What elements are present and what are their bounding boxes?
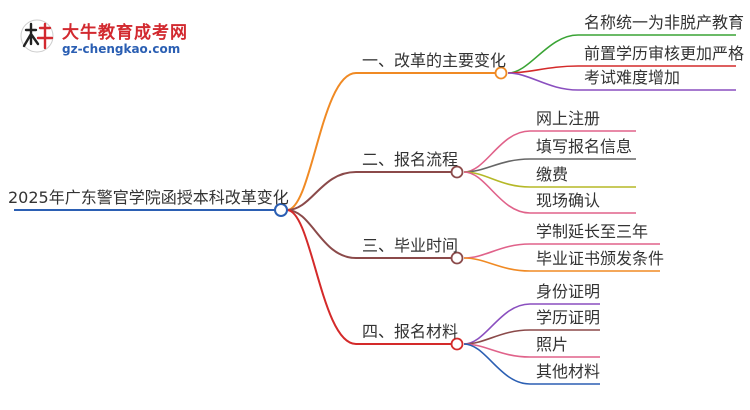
- leaf-topic: 网上注册: [536, 109, 601, 128]
- leaf-connector: [463, 303, 600, 345]
- leaf-connector: [507, 72, 736, 91]
- leaf-connector: [463, 343, 600, 358]
- leaf-topic: 考试难度增加: [584, 68, 681, 87]
- leaf-connector: [507, 65, 736, 74]
- leaf-connector: [463, 243, 660, 259]
- branch-node[interactable]: [450, 165, 464, 179]
- leaf-topic: 照片: [536, 335, 569, 354]
- branch-topic-3: 三、毕业时间: [362, 236, 459, 255]
- leaf-connector: [463, 158, 636, 173]
- site-logo: 大牛教育成考网 gz-chengkao.com: [10, 8, 210, 58]
- leaf-topic: 填写报名信息: [536, 137, 633, 156]
- branch-connector: [286, 209, 451, 259]
- branch-topic-2: 二、报名流程: [362, 150, 459, 169]
- branch-connector: [286, 72, 495, 211]
- branch-node[interactable]: [494, 66, 508, 80]
- leaf-topic: 身份证明: [536, 282, 601, 301]
- branch-topic-1: 一、改革的主要变化: [362, 51, 507, 70]
- leaf-topic: 毕业证书颁发条件: [536, 249, 665, 268]
- leaf-connector: [463, 329, 600, 345]
- leaf-connector: [463, 257, 660, 272]
- branch-connector: [286, 171, 451, 211]
- leaf-connector: [463, 130, 636, 173]
- logo-url: gz-chengkao.com: [62, 42, 181, 56]
- branch-node[interactable]: [450, 337, 464, 351]
- leaf-topic: 现场确认: [536, 191, 601, 210]
- branch-connector: [286, 209, 451, 345]
- leaf-topic: 缴费: [536, 165, 569, 184]
- leaf-topic: 名称统一为非脱产教育: [584, 13, 745, 32]
- branch-node[interactable]: [450, 251, 464, 265]
- leaf-connector: [463, 171, 636, 188]
- leaf-topic: 前置学历审核更加严格: [584, 44, 745, 63]
- root-node[interactable]: [274, 203, 288, 217]
- leaf-connector: [463, 343, 600, 385]
- root-topic: 2025年广东警官学院函授本科改革变化: [8, 188, 289, 207]
- leaf-topic: 其他材料: [536, 362, 601, 381]
- leaf-connector: [463, 171, 636, 214]
- logo-mark-icon: [20, 19, 54, 53]
- logo-title: 大牛教育成考网: [62, 23, 188, 43]
- leaf-connector: [507, 34, 736, 74]
- leaf-topic: 学制延长至三年: [536, 222, 649, 241]
- leaf-topic: 学历证明: [536, 308, 601, 327]
- branch-topic-4: 四、报名材料: [362, 322, 459, 341]
